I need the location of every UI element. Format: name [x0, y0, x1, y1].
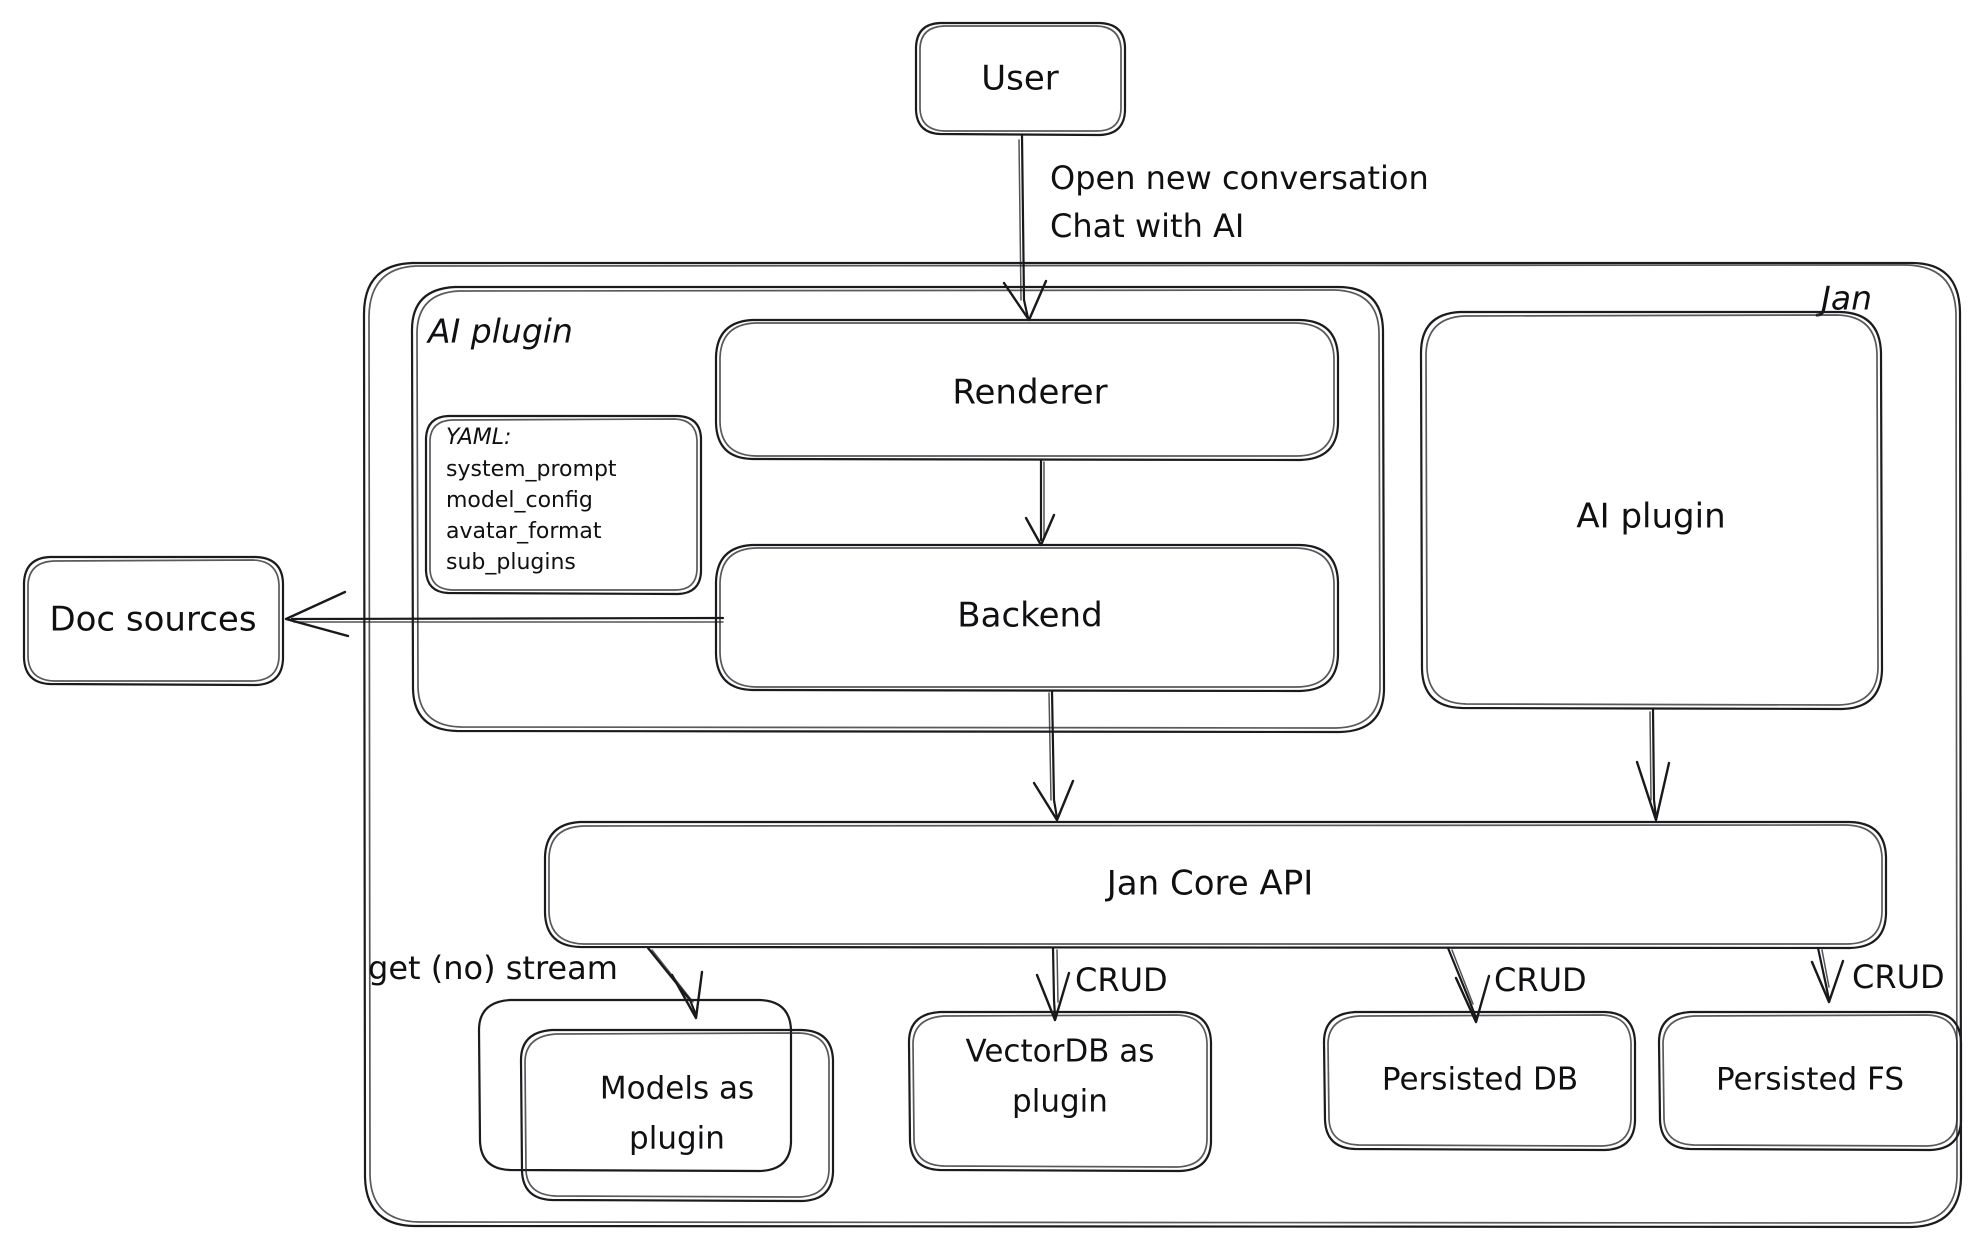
edge-backend-to-core-arrowhead	[1032, 779, 1075, 822]
edge-renderer-to-backend-arrowhead	[1024, 513, 1056, 547]
node-models-plugin-outline-front	[519, 1028, 835, 1203]
edge-backend-to-doc-sources-arrowhead	[284, 590, 350, 638]
edge-core-to-persisted-fs: CRUD	[1810, 946, 1945, 1004]
node-doc-sources-outline	[22, 555, 285, 687]
edge-core-to-models-line	[646, 946, 698, 1017]
edge-backend-to-core	[1032, 689, 1075, 822]
edge-core-to-persisted-db-line-sketch	[1451, 949, 1474, 1005]
edge-core-to-persisted-db-arrowhead	[1454, 974, 1491, 1024]
node-persisted-fs-label: Persisted FS	[1716, 1062, 1904, 1098]
node-jan-core-api[interactable]: Jan Core API	[543, 820, 1888, 950]
edge-core-to-vectordb-arrowhead	[1035, 971, 1071, 1022]
node-models-plugin-label-line1: Models as	[600, 1071, 754, 1107]
node-user-outline	[914, 21, 1127, 137]
container-ai-plugin-group-label: AI plugin	[426, 312, 573, 351]
node-doc-sources-outline-sketch	[27, 559, 280, 682]
edge-core-to-persisted-fs-arrowhead	[1810, 959, 1845, 1004]
node-persisted-db-label: Persisted DB	[1382, 1062, 1578, 1098]
edge-user-to-renderer: Open new conversation Chat with AI	[1002, 133, 1429, 322]
container-ai-plugin-group[interactable]: AI plugin	[410, 285, 1386, 734]
node-backend-outline-sketch	[719, 547, 1335, 688]
edge-core-to-persisted-db-line	[1446, 946, 1478, 1020]
container-jan[interactable]: Jan	[362, 261, 1963, 1229]
node-jan-core-api-outline-sketch	[548, 824, 1883, 945]
node-user-outline-sketch	[919, 25, 1122, 132]
node-backend[interactable]: Backend	[714, 543, 1340, 693]
edge-core-to-persisted-db: CRUD	[1446, 946, 1587, 1024]
node-jan-core-api-label: Jan Core API	[1105, 864, 1314, 904]
edge-core-to-models-label: get (no) stream	[368, 949, 618, 987]
node-user-label: User	[981, 59, 1059, 99]
edge-backend-to-doc-sources-line	[290, 616, 725, 621]
node-vectordb-plugin-label-line1: VectorDB as	[966, 1034, 1155, 1070]
edge-user-to-renderer-label-line1: Open new conversation	[1050, 159, 1429, 197]
node-yaml-card-item-sub-plugins: sub_plugins	[446, 550, 576, 575]
node-persisted-db[interactable]: Persisted DB	[1322, 1010, 1637, 1152]
node-yaml-card-outline-sketch	[429, 418, 698, 591]
node-vectordb-plugin-outline	[907, 1010, 1213, 1173]
node-renderer[interactable]: Renderer	[714, 318, 1340, 462]
node-renderer-outline-sketch	[719, 322, 1335, 457]
node-vectordb-plugin[interactable]: VectorDB as plugin	[907, 1010, 1213, 1173]
node-renderer-label: Renderer	[952, 373, 1107, 413]
node-yaml-card-outline	[424, 414, 703, 596]
node-backend-outline	[714, 543, 1340, 693]
edge-core-to-vectordb: CRUD	[1035, 946, 1168, 1022]
container-ai-plugin-group-outline	[410, 285, 1386, 734]
edge-core-to-persisted-db-label: CRUD	[1494, 961, 1587, 999]
node-yaml-card-item-model-config: model_config	[446, 488, 593, 513]
node-ai-plugin-outline	[1419, 310, 1884, 711]
node-models-plugin-outline-back	[477, 998, 793, 1173]
node-user[interactable]: User	[914, 21, 1127, 137]
node-backend-label: Backend	[957, 596, 1102, 636]
edge-ai-plugin-to-core	[1635, 707, 1671, 822]
node-yaml-card-header: YAML:	[446, 425, 511, 450]
edge-core-to-vectordb-line-sketch	[1056, 949, 1059, 1003]
edge-ai-plugin-to-core-line	[1651, 707, 1658, 820]
edge-core-to-persisted-fs-label: CRUD	[1852, 958, 1945, 996]
node-persisted-fs[interactable]: Persisted FS	[1657, 1010, 1963, 1152]
node-persisted-db-outline-sketch	[1327, 1014, 1632, 1147]
edge-ai-plugin-to-core-arrowhead	[1635, 760, 1671, 822]
node-persisted-fs-outline	[1657, 1010, 1963, 1152]
node-renderer-outline	[714, 318, 1340, 462]
node-doc-sources-label: Doc sources	[49, 600, 256, 640]
node-ai-plugin-label: AI plugin	[1576, 497, 1725, 537]
node-yaml-card-item-avatar-format: avatar_format	[446, 519, 602, 544]
node-doc-sources[interactable]: Doc sources	[22, 555, 285, 687]
node-persisted-fs-outline-sketch	[1662, 1014, 1958, 1147]
node-persisted-db-outline	[1322, 1010, 1637, 1152]
edge-backend-to-core-line-sketch	[1048, 692, 1052, 801]
container-jan-outline-sketch	[368, 264, 1958, 1224]
node-models-plugin-outline-front-sketch	[524, 1032, 830, 1198]
edge-core-to-models-arrowhead	[670, 970, 704, 1020]
container-jan-outline	[362, 261, 1963, 1229]
edge-user-to-renderer-label-line2: Chat with AI	[1050, 207, 1244, 245]
node-vectordb-plugin-outline-sketch	[912, 1014, 1208, 1168]
edge-user-to-renderer-line	[1020, 133, 1030, 320]
edge-user-to-renderer-line-sketch	[1018, 139, 1022, 301]
edge-core-to-persisted-fs-line-sketch	[1821, 949, 1830, 988]
node-yaml-card[interactable]: YAML: system_prompt model_config avatar_…	[424, 414, 703, 596]
edge-user-to-renderer-arrowhead	[1002, 279, 1048, 322]
node-jan-core-api-outline	[543, 820, 1888, 950]
edge-core-to-vectordb-line	[1051, 946, 1057, 1018]
node-ai-plugin[interactable]: AI plugin	[1419, 310, 1884, 711]
edge-core-to-vectordb-label: CRUD	[1075, 961, 1168, 999]
edge-backend-to-core-line	[1050, 689, 1059, 820]
container-ai-plugin-group-outline-sketch	[416, 289, 1381, 729]
edge-core-to-models: get (no) stream	[368, 946, 704, 1020]
node-yaml-card-item-system-prompt: system_prompt	[446, 457, 617, 482]
node-models-plugin-label-line2: plugin	[629, 1121, 725, 1157]
node-ai-plugin-outline-sketch	[1425, 314, 1879, 706]
edge-backend-to-doc-sources	[284, 590, 725, 638]
edge-ai-plugin-to-core-line-sketch	[1649, 711, 1652, 801]
node-models-plugin[interactable]: Models as plugin	[477, 998, 835, 1203]
edge-core-to-persisted-fs-line	[1816, 946, 1831, 1002]
edge-renderer-to-backend	[1024, 458, 1056, 547]
node-vectordb-plugin-label-line2: plugin	[1012, 1084, 1108, 1120]
